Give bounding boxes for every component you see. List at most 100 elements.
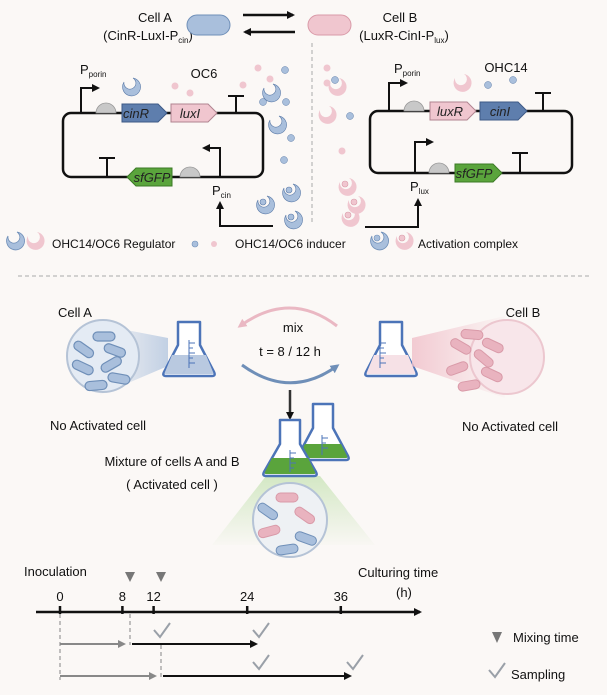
right-signal-label: OHC14 bbox=[484, 60, 527, 75]
inducer-pink-molecule bbox=[323, 79, 331, 87]
inducer-blue-molecule bbox=[282, 98, 290, 106]
right-porin-promoter-icon bbox=[388, 79, 408, 111]
tick-group: 0 8 12 24 36 bbox=[56, 589, 348, 614]
molecule-cloud bbox=[122, 64, 517, 230]
cell-a-name: Cell A bbox=[138, 10, 172, 25]
activation-complex-molecule bbox=[282, 183, 301, 203]
bound-inducer bbox=[350, 198, 358, 206]
mixing-marker-12h bbox=[156, 572, 166, 582]
regulator-legend-label: OHC14/OC6 Regulator bbox=[52, 237, 175, 251]
right-circuit: Pporin luxR cinI sfGFP Plux OHC14 bbox=[365, 60, 574, 228]
left-signal-label: OC6 bbox=[191, 66, 218, 81]
gene-sfGFP-right-label: sfGFP bbox=[456, 166, 493, 181]
gene-sfGFP-left bbox=[126, 167, 173, 187]
activation-complex-molecule bbox=[347, 196, 366, 214]
left-plasmid-loop bbox=[61, 111, 265, 179]
right-porin-label: Pporin bbox=[394, 61, 420, 78]
gene-cinR-label: cinR bbox=[123, 106, 149, 121]
cell-a-shape bbox=[186, 14, 231, 36]
mixing-time-legend-label: Mixing time bbox=[513, 630, 579, 645]
activation-complex-molecule bbox=[284, 210, 303, 230]
gene-luxI-label: luxI bbox=[180, 106, 201, 121]
activation-complex-molecule bbox=[256, 195, 275, 215]
inoculation-label: Inoculation bbox=[24, 564, 87, 579]
mixing-time-legend-icon bbox=[492, 632, 502, 643]
molecule-legend: OHC14/OC6 Regulator OHC14/OC6 inducer Ac… bbox=[6, 231, 518, 251]
cell-b-label: Cell B bbox=[506, 305, 541, 320]
mixture-status: ( Activated cell ) bbox=[126, 477, 218, 492]
regulator-molecule bbox=[453, 74, 472, 92]
left-pcin-label: Pcin bbox=[212, 183, 231, 200]
culturing-time-label: Culturing time bbox=[358, 565, 438, 580]
row1-sampling-24h-icon bbox=[252, 622, 270, 639]
left-terminator-top-icon bbox=[228, 95, 244, 113]
gene-cinI bbox=[479, 101, 528, 121]
activation-complex-molecule bbox=[338, 178, 357, 196]
cell-a-status: No Activated cell bbox=[50, 418, 146, 433]
inducer-blue-molecule bbox=[484, 81, 492, 89]
mixing-marker-8h bbox=[125, 572, 135, 582]
cell-b-construct: (LuxR-CinI-Plux) bbox=[359, 28, 449, 45]
inducer-blue-molecule bbox=[281, 66, 289, 74]
cell-a-construct: (CinR-LuxI-Pcin) bbox=[103, 28, 193, 45]
inducer-blue-molecule bbox=[346, 112, 354, 120]
row2-sampling-36h-icon bbox=[346, 654, 364, 671]
row1-sampling-12h-icon bbox=[153, 622, 171, 639]
bound-inducer bbox=[259, 198, 267, 206]
row2-sampling-24h-icon bbox=[252, 654, 270, 671]
regulator-molecule bbox=[122, 77, 141, 97]
left-cin-promoter-icon bbox=[202, 144, 221, 177]
inducer-legend-label: OHC14/OC6 inducer bbox=[235, 237, 346, 251]
tick-label: 12 bbox=[146, 589, 160, 604]
inducer-pink-molecule bbox=[254, 64, 262, 72]
mix-arrow-bottom bbox=[241, 363, 340, 385]
unit-label: (h) bbox=[396, 585, 412, 600]
regulator-molecule bbox=[328, 78, 347, 96]
left-rbs-icon bbox=[95, 102, 117, 114]
mixture-label: Mixture of cells A and B bbox=[104, 454, 239, 469]
tick-label: 0 bbox=[56, 589, 63, 604]
regulator-molecule bbox=[268, 115, 287, 135]
left-activation-arrow bbox=[216, 201, 273, 227]
gene-cinI-label: cinI bbox=[490, 104, 511, 119]
inducer-blue-molecule bbox=[259, 98, 267, 106]
gene-sfGFP-right bbox=[454, 163, 503, 183]
flask-mixture-front-icon bbox=[262, 418, 318, 478]
left-rbs2-icon bbox=[179, 166, 201, 178]
mix-label: mix bbox=[283, 320, 304, 335]
tick-label: 24 bbox=[240, 589, 254, 604]
regulator-legend-icon bbox=[6, 231, 45, 251]
cell-b-status: No Activated cell bbox=[462, 419, 558, 434]
cell-a-bacteria bbox=[71, 331, 131, 392]
inducer-pink-icon bbox=[211, 241, 217, 247]
right-rbs2-icon bbox=[428, 162, 450, 174]
right-lux-promoter-icon bbox=[414, 138, 434, 173]
bound-inducer bbox=[285, 186, 293, 194]
right-rbs-icon bbox=[403, 100, 425, 112]
inducer-blue-molecule bbox=[287, 134, 295, 142]
right-terminator-top-icon bbox=[535, 92, 551, 111]
regulator-molecule bbox=[318, 106, 337, 124]
inducer-pink-molecule bbox=[186, 89, 194, 97]
mixture-bacteria bbox=[257, 492, 317, 556]
tick-label: 36 bbox=[334, 589, 348, 604]
right-plux-label: Plux bbox=[410, 179, 429, 196]
gene-luxR-label: luxR bbox=[437, 104, 463, 119]
cell-b-bacteria bbox=[446, 328, 504, 392]
left-porin-label: Pporin bbox=[80, 62, 106, 79]
flask-a-icon bbox=[162, 320, 216, 378]
right-terminator-bottom-icon bbox=[512, 152, 528, 173]
inducer-pink-molecule bbox=[171, 82, 179, 90]
cell-a-header: Cell A (CinR-LuxI-Pcin) bbox=[103, 10, 231, 45]
inducer-pink-molecule bbox=[239, 81, 247, 89]
inducer-pink-molecule bbox=[266, 75, 274, 83]
gene-luxI bbox=[170, 103, 218, 123]
left-porin-promoter-icon bbox=[80, 84, 100, 113]
tick-label: 8 bbox=[119, 589, 126, 604]
regulator-molecule bbox=[262, 83, 281, 103]
activation-complex-molecule bbox=[341, 209, 360, 227]
left-terminator-bottom-icon bbox=[99, 157, 115, 177]
